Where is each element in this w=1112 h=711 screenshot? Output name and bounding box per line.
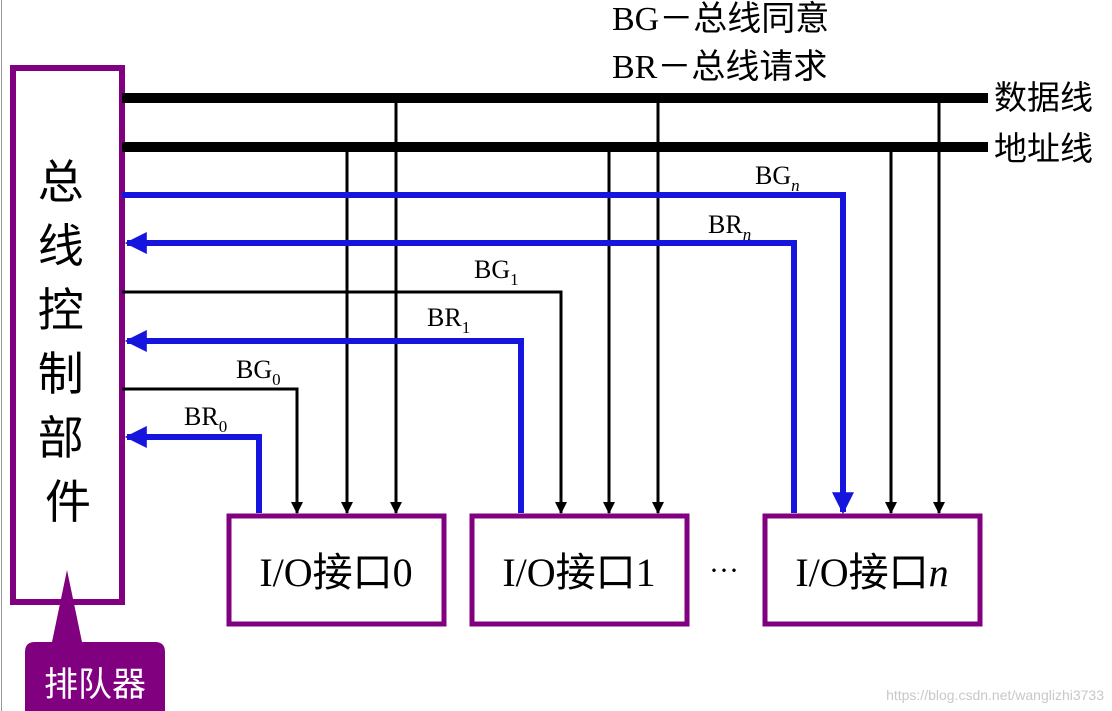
controller-char-3: 控 [38, 283, 84, 337]
io-interface-1-prefix: I/O接口 [502, 550, 635, 595]
bg-n-base: BG [755, 161, 791, 190]
address-bus-label: 地址线 [994, 129, 1093, 168]
watermark: https://blog.csdn.net/wanglizhi3733 [886, 687, 1104, 703]
legend-bg: BG－总线同意 [612, 0, 829, 38]
io-interface-n: I/O接口n [762, 513, 983, 627]
br-n-label: BRn [708, 210, 751, 244]
bg-0-base: BG [236, 355, 272, 384]
br-1-base: BR [427, 303, 462, 332]
io-interface-0-label: I/O接口0 [259, 550, 412, 595]
io-interface-n-prefix: I/O接口 [795, 550, 928, 595]
io-interface-0: I/O接口0 [226, 513, 447, 627]
io-interface-1-label: I/O接口1 [502, 550, 655, 595]
controller-char-1: 总 [38, 155, 84, 209]
legend-br: BR－总线请求 [612, 48, 827, 86]
controller-char-2: 线 [38, 219, 84, 273]
io-interface-n-label: I/O接口n [795, 550, 948, 595]
io-interface-0-index: 0 [393, 550, 413, 595]
bg-1-line [122, 290, 567, 514]
bg-1-sub: 1 [510, 270, 519, 289]
controller-char-6: 件 [45, 475, 91, 529]
br-0-sub: 0 [219, 417, 228, 436]
bg-0-line [122, 387, 303, 514]
bg-n-line [122, 192, 854, 515]
io-interface-1: I/O接口1 [469, 513, 690, 627]
br-n-line [124, 232, 797, 513]
bg-0-sub: 0 [272, 370, 281, 389]
io-interface-n-index: n [929, 550, 949, 595]
br-1-label: BR1 [427, 303, 470, 337]
bg-1-label: BG1 [474, 255, 519, 289]
bg-0-label: BG0 [236, 355, 281, 389]
ellipsis: ··· [709, 554, 739, 587]
br-n-sub: n [743, 225, 752, 244]
br-0-base: BR [184, 402, 219, 431]
br-1-sub: 1 [462, 318, 471, 337]
bg-1-base: BG [474, 255, 510, 284]
io-interface-1-index: 1 [636, 550, 656, 595]
data-bus-label: 数据线 [994, 78, 1093, 117]
arbiter-callout: 排队器 [25, 570, 165, 711]
controller-char-4: 制 [38, 347, 84, 401]
br-0-line [124, 426, 262, 513]
io-interface-0-prefix: I/O接口 [259, 550, 392, 595]
bg-n-sub: n [791, 176, 800, 195]
br-0-label: BR0 [184, 402, 227, 436]
arbiter-label: 排队器 [44, 665, 146, 705]
bus-controller-label: 总 线 控 制 部 件 [38, 155, 99, 529]
bg-n-label: BGn [755, 161, 800, 195]
br-1-line [124, 330, 524, 513]
br-n-base: BR [708, 210, 743, 239]
controller-char-5: 部 [38, 411, 84, 465]
